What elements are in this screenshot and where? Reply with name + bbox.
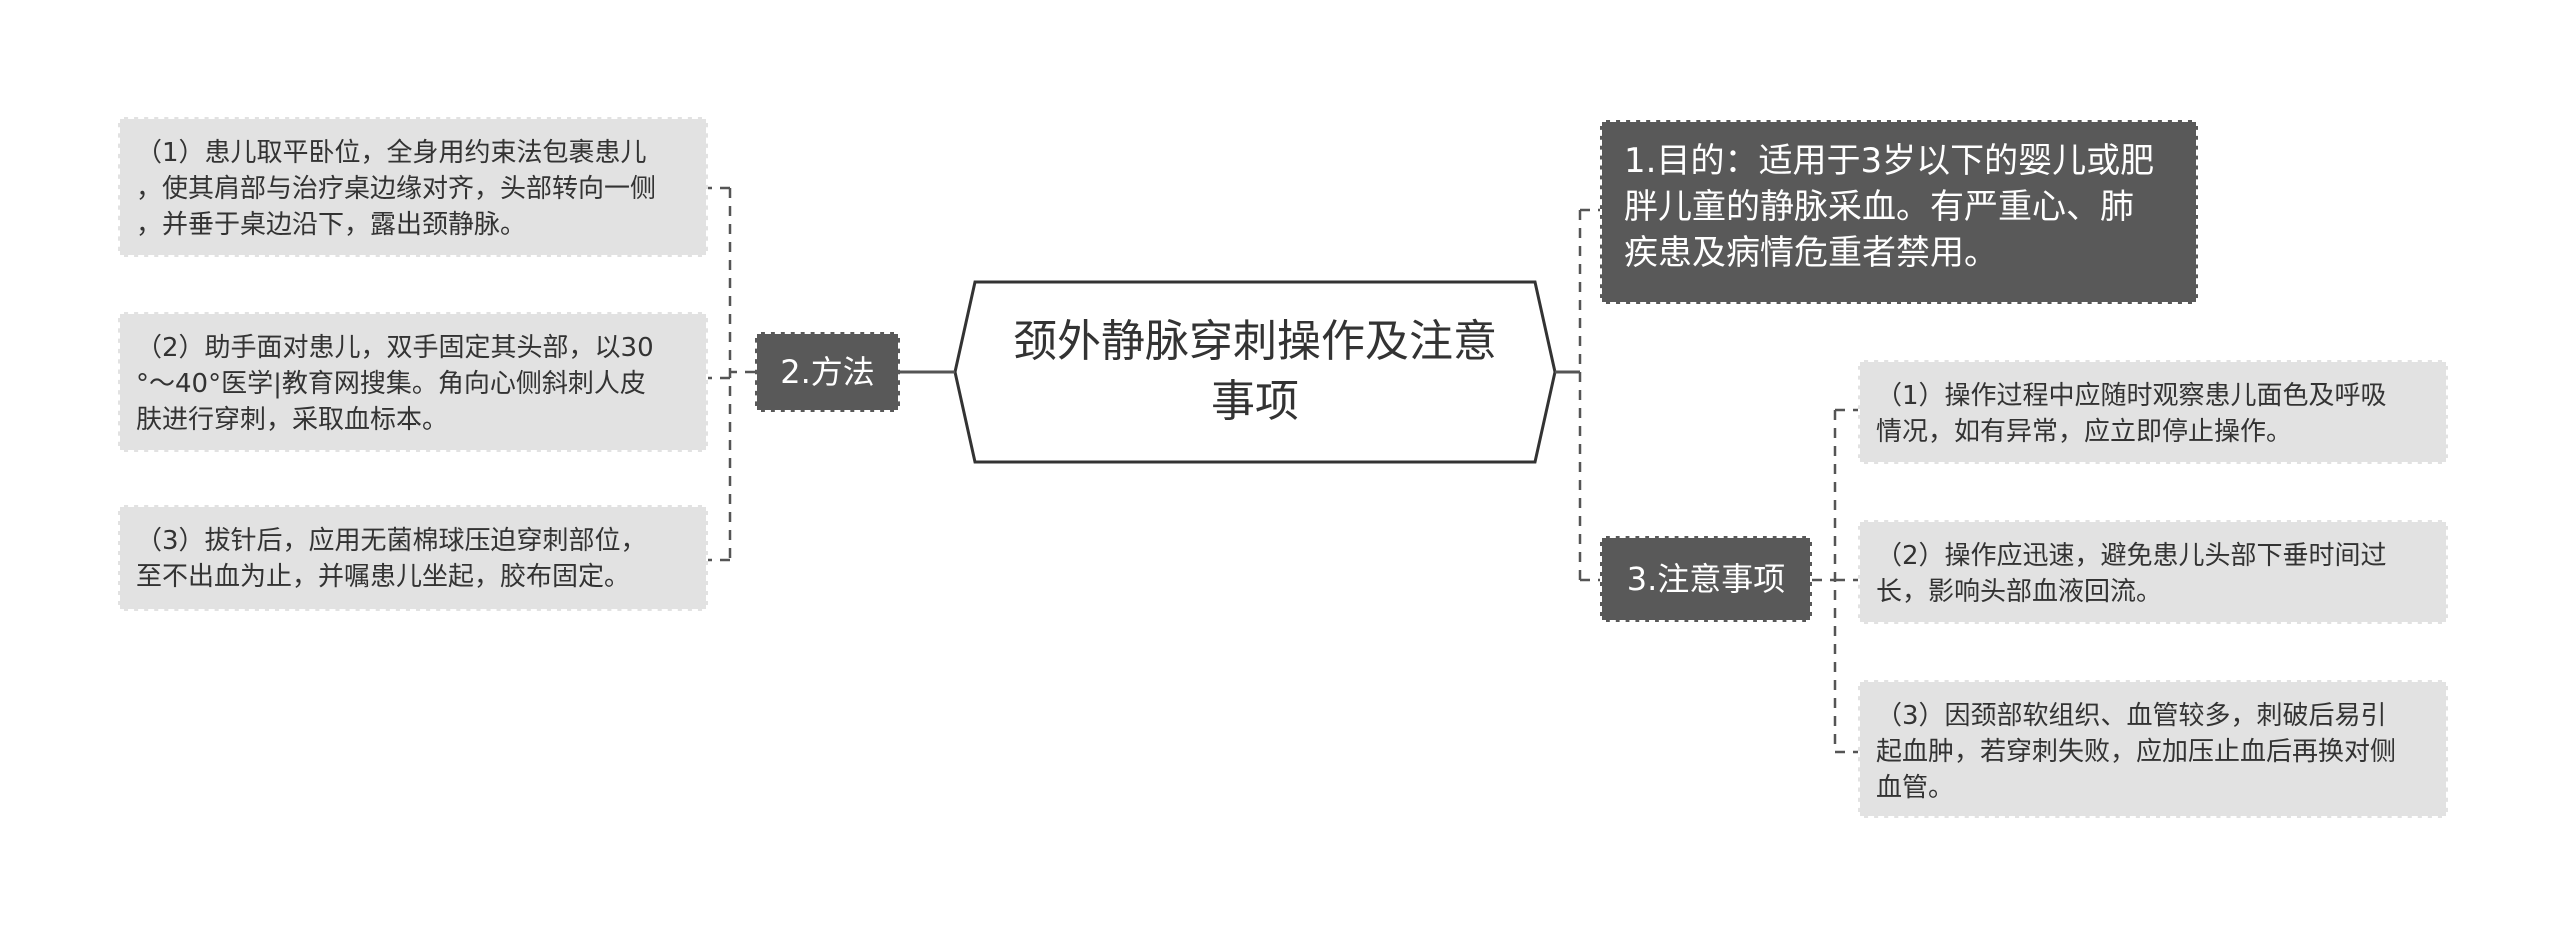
branch-method: 2.方法 <box>755 332 900 412</box>
method-item-1: （1）患儿取平卧位，全身用约束法包裹患儿 ，使其肩部与治疗桌边缘对齐，头部转向一… <box>118 117 708 257</box>
notes-item-3: （3）因颈部软组织、血管较多，刺破后易引 起血肿，若穿刺失败，应加压止血后再换对… <box>1858 680 2448 818</box>
method-item-2: （2）助手面对患儿，双手固定其头部，以30 °～40°医学|教育网搜集。角向心侧… <box>118 312 708 452</box>
branch-goal: 1.目的：适用于3岁以下的婴儿或肥 胖儿童的静脉采血。有严重心、肺 疾患及病情危… <box>1600 120 2198 304</box>
branch-notes: 3.注意事项 <box>1600 536 1812 622</box>
notes-item-1: （1）操作过程中应随时观察患儿面色及呼吸 情况，如有异常，应立即停止操作。 <box>1858 360 2448 464</box>
center-topic: 颈外静脉穿刺操作及注意 事项 <box>1013 316 1497 427</box>
notes-item-2: （2）操作应迅速，避免患儿头部下垂时间过 长，影响头部血液回流。 <box>1858 520 2448 624</box>
method-item-3: （3）拔针后，应用无菌棉球压迫穿刺部位， 至不出血为止，并嘱患儿坐起，胶布固定。 <box>118 505 708 611</box>
